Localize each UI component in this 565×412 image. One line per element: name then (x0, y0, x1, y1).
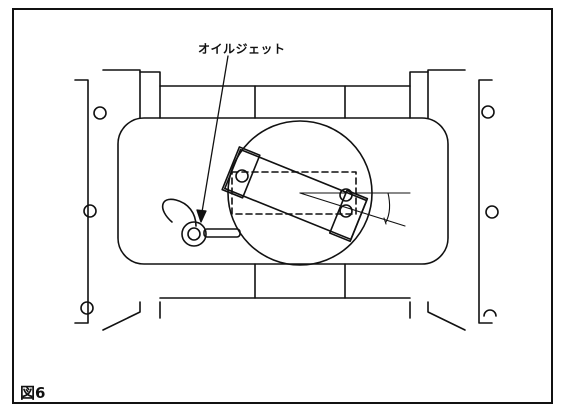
top-ribs (159, 85, 411, 119)
rod-end-hole-right-bottom (339, 204, 353, 218)
connecting-rod (221, 146, 369, 243)
right-wall (409, 69, 493, 331)
right-bolt-holes (481, 105, 499, 317)
bottom-ribs (159, 263, 411, 299)
oil-jet (161, 198, 241, 247)
rod-end-hole-right-top (339, 188, 353, 202)
crankcase-body (117, 117, 449, 265)
left-bolt-holes (80, 106, 107, 315)
figure-label: 図6 (20, 384, 46, 402)
left-wall (74, 69, 161, 331)
rod-end-hole-left (235, 169, 249, 183)
angle-indicator (299, 192, 411, 227)
oil-jet-callout-label: オイルジェット (198, 42, 286, 56)
callout-leader (196, 55, 229, 223)
figure-frame (12, 8, 553, 404)
